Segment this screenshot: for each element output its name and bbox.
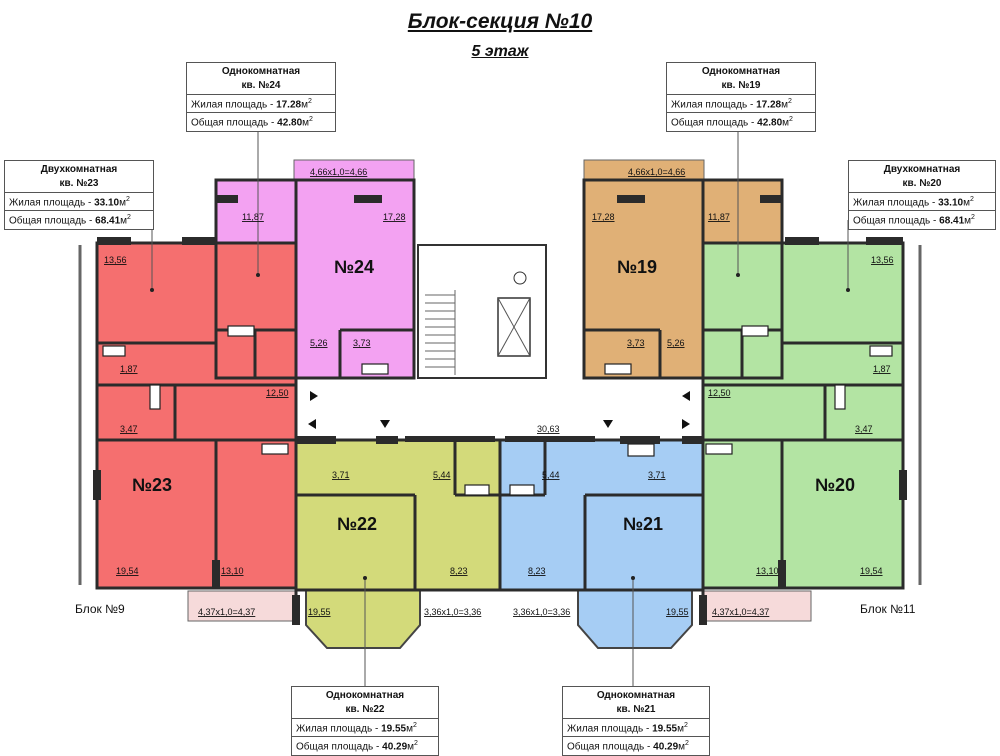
corridor-fill	[296, 378, 703, 440]
room-area: 13,56	[104, 255, 127, 265]
living-area-row: Жилая площадь - 33.10м2	[5, 192, 153, 210]
arrow-icon	[603, 420, 613, 428]
room-area: 19,55	[308, 607, 331, 617]
corridor-area: 30,63	[537, 424, 560, 434]
room-area: 17,28	[592, 212, 615, 222]
room-area: 3,73	[353, 338, 371, 348]
page-title: Блок-секция №10	[407, 10, 593, 33]
leader-lines	[151, 120, 849, 686]
living-area-row: Жилая площадь - 33.10м2	[849, 192, 995, 210]
walls	[95, 178, 905, 620]
plan-label-22: №22	[337, 514, 377, 534]
room-area: 4,66x1,0=4,66	[628, 167, 685, 177]
room-area: 3,73	[627, 338, 645, 348]
room-area: 8,23	[450, 566, 468, 576]
floor-subtitle: 5 этаж	[471, 43, 529, 60]
room-area: 13,10	[756, 566, 779, 576]
living-area-row: Жилая площадь - 17.28м2	[187, 94, 335, 112]
balcony-a20	[702, 590, 812, 622]
balcony-a23	[187, 590, 297, 622]
room-area: 4,37x1,0=4,37	[712, 607, 769, 617]
room-area: 11,87	[708, 212, 730, 222]
room-area: 3,71	[332, 470, 350, 480]
total-area-row: Общая площадь - 42.80м2	[187, 112, 335, 130]
room-area: 17,28	[383, 212, 406, 222]
apartment-20-fill	[703, 243, 903, 588]
apartment-21-fill	[500, 440, 703, 590]
room-area: 3,36x1,0=3,36	[513, 607, 570, 617]
room-area: 4,37x1,0=4,37	[198, 607, 255, 617]
arrow-icon	[682, 419, 690, 429]
plan-label-21: №21	[623, 514, 663, 534]
room-area: 4,66x1,0=4,66	[310, 167, 367, 177]
neighbor-block-left: Блок №9	[75, 602, 125, 616]
leader-dots	[150, 273, 850, 580]
bay-window-a22	[305, 589, 421, 649]
balconies	[78, 159, 922, 649]
room-area: 12,50	[266, 388, 289, 398]
arrow-icon	[310, 391, 318, 401]
room-area: 19,55	[666, 607, 689, 617]
plan-label-23: №23	[132, 475, 172, 495]
arrow-icon	[682, 391, 690, 401]
room-area: 3,47	[120, 424, 138, 434]
arrow-icon	[308, 419, 316, 429]
room-area: 19,54	[860, 566, 883, 576]
plan-label-19: №19	[617, 257, 657, 277]
total-area-row: Общая площадь - 68.41м2	[5, 210, 153, 228]
wall-accents	[93, 195, 907, 625]
room-area: 5,44	[433, 470, 451, 480]
living-area-row: Жилая площадь - 19.55м2	[563, 718, 709, 736]
room-area: 19,54	[116, 566, 139, 576]
room-area: 5,44	[542, 470, 560, 480]
room-area: 12,50	[708, 388, 731, 398]
room-area: 11,87	[242, 212, 264, 222]
plan-label-24: №24	[334, 257, 374, 277]
total-area-row: Общая площадь - 68.41м2	[849, 210, 995, 228]
total-area-row: Общая площадь - 40.29м2	[292, 736, 438, 754]
apartment-23-fill	[97, 243, 296, 588]
arrow-icon	[380, 420, 390, 428]
fixtures	[102, 325, 893, 496]
door-arrows	[308, 391, 690, 429]
apartment-fills	[97, 180, 903, 590]
total-area-row: Общая площадь - 42.80м2	[667, 112, 815, 130]
living-area-row: Жилая площадь - 17.28м2	[667, 94, 815, 112]
plan-label-20: №20	[815, 475, 855, 495]
living-area-row: Жилая площадь - 19.55м2	[292, 718, 438, 736]
room-area: 3,36x1,0=3,36	[424, 607, 481, 617]
stairwell	[417, 244, 547, 379]
room-area: 3,47	[855, 424, 873, 434]
room-area: 3,71	[648, 470, 666, 480]
room-area: 8,23	[528, 566, 546, 576]
apartment-22-fill	[296, 440, 500, 590]
room-area: 13,10	[221, 566, 244, 576]
total-area-row: Общая площадь - 40.29м2	[563, 736, 709, 754]
bay-window-a21	[577, 589, 693, 649]
room-area: 1,87	[873, 364, 891, 374]
room-area: 13,56	[871, 255, 894, 265]
neighbor-block-right: Блок №11	[860, 602, 916, 616]
room-area: 5,26	[310, 338, 328, 348]
room-area: 5,26	[667, 338, 685, 348]
room-area: 1,87	[120, 364, 138, 374]
